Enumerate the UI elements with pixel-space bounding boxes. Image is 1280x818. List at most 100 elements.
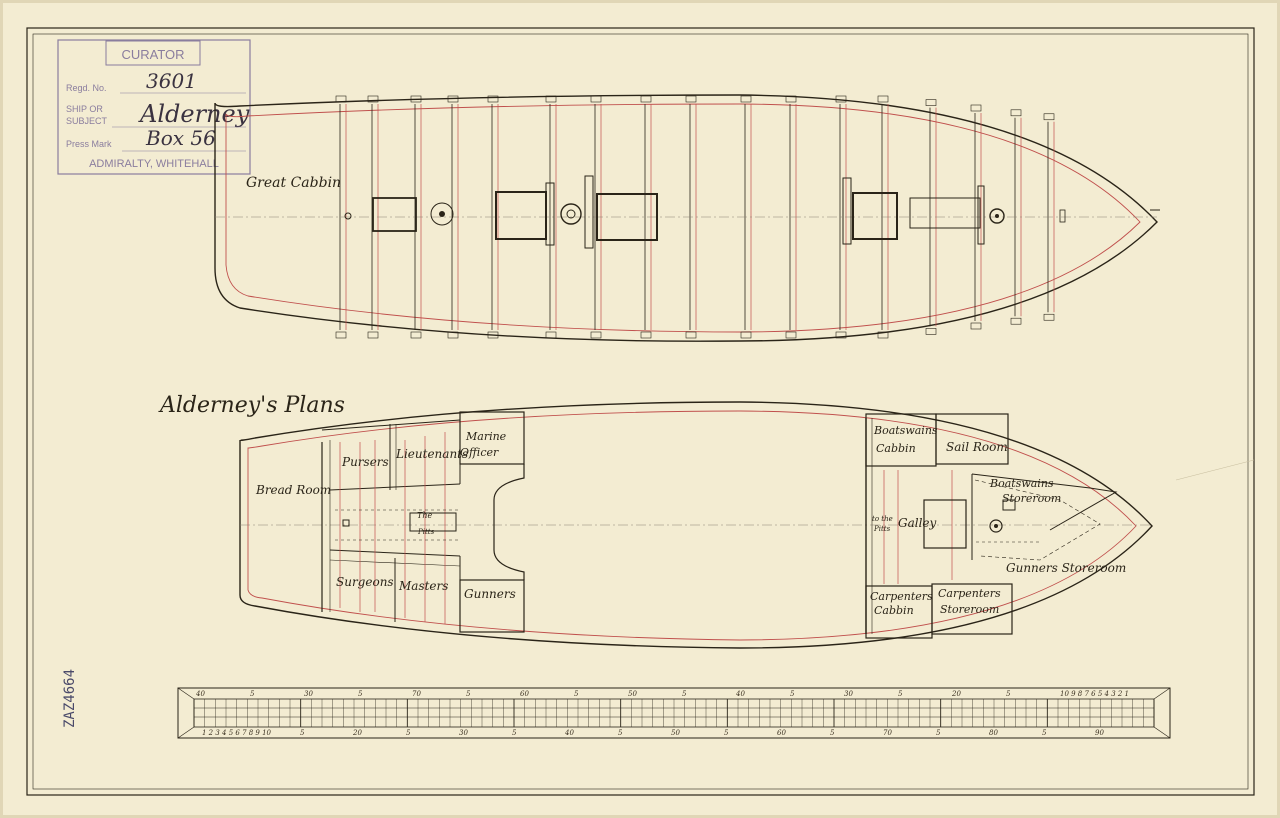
upper-beam-knee	[925, 99, 937, 106]
scale-top-label: 40	[195, 690, 205, 698]
label-to-the-2: Pitts	[873, 525, 891, 533]
scale-top-label: 40	[735, 690, 745, 698]
label-pursers: Pursers	[341, 455, 389, 469]
label-great-cabbin: Great Cabbin	[246, 175, 341, 191]
scale-top-label: 5	[682, 690, 687, 698]
scale-bottom-label: 50	[671, 729, 680, 737]
upper-beam-knee	[685, 95, 697, 103]
upper-beam-knee	[877, 331, 889, 339]
stamp-press-value: Box 56	[145, 126, 216, 150]
label-sail-room: Sail Room	[946, 440, 1008, 454]
scale-bevel-tl	[177, 687, 195, 700]
label-bosun-store-2: Storeroom	[1002, 492, 1061, 505]
label-surgeons: Surgeons	[336, 575, 394, 589]
scale-bottom-label: 90	[1095, 729, 1104, 737]
stamp-regd-value: 3601	[146, 69, 197, 93]
upper-beam-knee	[835, 95, 847, 103]
scale-bottom-label: 5	[512, 729, 517, 737]
label-marine-1: Marine	[465, 430, 507, 443]
scale-bottom-label: 80	[989, 729, 998, 737]
scale-top-label: 5	[574, 690, 579, 698]
scale-bevel-bl	[177, 726, 195, 739]
label-masters: Masters	[398, 579, 448, 593]
scale-top-label: 30	[844, 690, 853, 698]
lower-deck-plan: Bread Room Pursers Lieutenants Marine Of…	[239, 401, 1153, 649]
label-marine-2: Officer	[460, 446, 499, 459]
label-carp-store-1: Carpenters	[938, 587, 1001, 600]
stamp-ship-label-1: SHIP OR	[66, 104, 103, 114]
label-boatswains-1: Boatswains	[873, 424, 938, 437]
upper-beam-knee	[835, 331, 847, 339]
upper-beam-knee	[685, 331, 697, 339]
scale-bottom-label: 5	[406, 729, 411, 737]
upper-pump-1	[344, 212, 352, 220]
scale-bottom-label: 70	[883, 729, 892, 737]
label-to-the-1: to the	[872, 515, 893, 523]
upper-capstan-hub-1	[439, 211, 445, 217]
upper-hull-outline	[214, 94, 1158, 342]
lower-hull-outline	[239, 401, 1153, 649]
label-galley: Galley	[898, 516, 937, 530]
upper-hatch-1	[372, 197, 417, 232]
stamp-footer: ADMIRALTY, WHITEHALL	[89, 158, 219, 170]
scale-top-label: 5	[790, 690, 795, 698]
upper-capstan-hub-2	[566, 209, 576, 219]
upper-beam-knee	[410, 331, 422, 339]
label-the-1: The	[417, 511, 432, 520]
upper-beam-knee	[367, 331, 379, 339]
scale-bevel-tr	[1153, 687, 1171, 700]
scale-bottom-label: 5	[724, 729, 729, 737]
upper-beam-knee	[1010, 317, 1022, 325]
stamp-press-label: Press Mark	[66, 139, 112, 149]
label-gunners-storeroom: Gunners Storeroom	[1006, 561, 1126, 575]
label-lieutenants: Lieutenants	[395, 447, 468, 461]
scale-bottom-label: 20	[352, 729, 362, 737]
upper-bitt-2	[584, 175, 594, 249]
upper-beam-knee	[1043, 113, 1055, 121]
upper-hull-red-line	[225, 103, 1141, 333]
upper-capstan-ring-3	[989, 208, 1005, 224]
upper-bitt-1	[545, 182, 555, 246]
scale-top-label: 5	[1006, 690, 1011, 698]
stamp-ship-label-2: SUBJECT	[66, 116, 108, 126]
upper-beam-knee	[590, 331, 602, 339]
upper-beam-knee	[487, 331, 499, 339]
upper-beam-knee	[1043, 313, 1055, 321]
scale-top-label: 70	[412, 690, 421, 698]
upper-beam-knee	[877, 95, 889, 103]
stamp-header: CURATOR	[121, 47, 184, 62]
upper-capstan-hub-3	[995, 214, 999, 218]
upper-beam-knee	[970, 104, 982, 112]
scale-bottom-label: 30	[459, 729, 468, 737]
scale-bottom-label: 5	[618, 729, 623, 737]
catalog-number: ZAZ4664	[62, 669, 78, 728]
curator-stamp: CURATOR Regd. No. 3601 SHIP OR SUBJECT A…	[57, 39, 251, 175]
upper-hatch-3	[596, 193, 658, 241]
label-the-2: Pitts	[417, 528, 435, 536]
upper-bitt-4	[977, 185, 985, 245]
upper-beam-knee	[740, 95, 752, 103]
stamp-ship-value: Alderney	[138, 100, 250, 128]
label-bosun-store-1: Boatswains	[989, 477, 1054, 490]
upper-bowsprit-step	[1059, 209, 1066, 223]
scale-top-label: 30	[304, 690, 313, 698]
upper-capstan-ring-2	[560, 203, 582, 225]
scale-top-label: 60	[520, 690, 529, 698]
upper-bitt-3	[842, 177, 852, 245]
upper-beam-knee	[1010, 109, 1022, 117]
upper-beam-knee	[970, 322, 982, 330]
scale-bottom-label: 5	[1042, 729, 1047, 737]
scale-bottom-label: 5	[936, 729, 941, 737]
lower-cabin-partitions	[321, 411, 1118, 639]
scale-bottom-label: 5	[300, 729, 305, 737]
stamp-regd-label: Regd. No.	[66, 83, 107, 93]
upper-beam-knee	[487, 95, 499, 103]
upper-beam-knee	[447, 331, 459, 339]
scale-top-label: 5	[898, 690, 903, 698]
upper-beam-knee	[335, 95, 347, 103]
label-bread-room: Bread Room	[255, 483, 331, 497]
